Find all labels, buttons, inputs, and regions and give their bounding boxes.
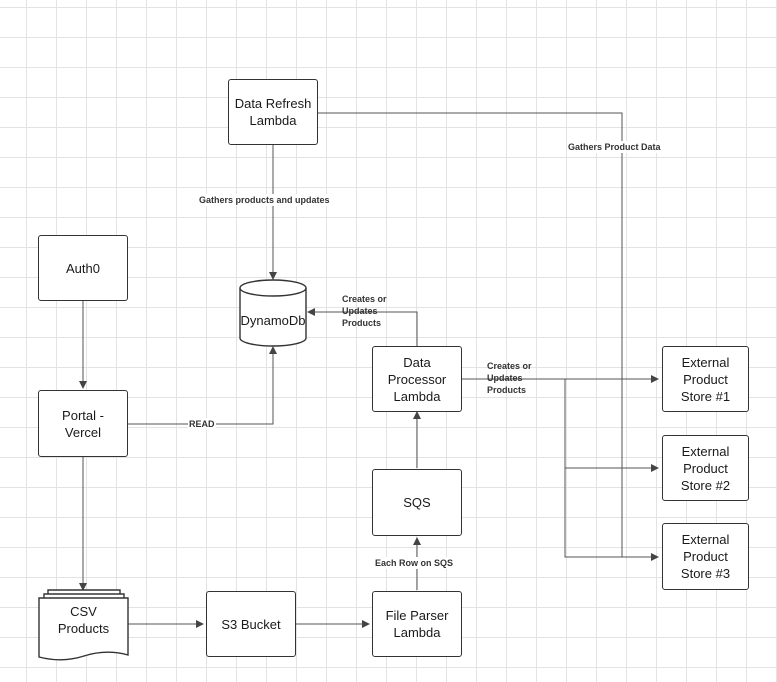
edge-processor-to-dynamodb — [307, 308, 418, 346]
dynamodb-label[interactable]: DynamoDb — [240, 313, 306, 328]
edge-label-each-row-on-sqs: Each Row on SQS — [374, 557, 455, 569]
data-refresh-lambda-node[interactable]: Data Refresh Lambda — [228, 79, 318, 145]
data-processor-lambda-node[interactable]: Data Processor Lambda — [372, 346, 462, 412]
edge-processor-to-store3 — [564, 468, 624, 558]
auth0-node[interactable]: Auth0 — [38, 235, 128, 301]
edge-processor-to-store2 — [541, 378, 659, 472]
external-store-1-node[interactable]: External Product Store #1 — [662, 346, 749, 412]
file-parser-lambda-node[interactable]: File Parser Lambda — [372, 591, 462, 657]
csv-document-stack — [38, 589, 129, 661]
edge-label-creates-updates-stores: Creates or Updates Products — [487, 361, 532, 395]
portal-vercel-node[interactable]: Portal - Vercel — [38, 390, 128, 457]
edge-portal-to-dynamodb — [128, 346, 277, 425]
edge-label-creates-updates-db: Creates or Updates Products — [342, 294, 387, 328]
edge-label-read: READ — [188, 418, 216, 430]
edge-label-gathers-products-updates: Gathers products and updates — [198, 194, 331, 206]
external-store-3-node[interactable]: External Product Store #3 — [662, 523, 749, 590]
external-store-2-node[interactable]: External Product Store #2 — [662, 435, 749, 501]
csv-products-label[interactable]: CSV Products — [57, 604, 110, 636]
edge-label-gathers-product-data: Gathers Product Data — [567, 141, 662, 153]
s3-bucket-node[interactable]: S3 Bucket — [206, 591, 296, 657]
edge-refresh-to-stores — [318, 112, 659, 561]
sqs-node[interactable]: SQS — [372, 469, 462, 536]
dynamodb-cylinder — [239, 279, 307, 347]
